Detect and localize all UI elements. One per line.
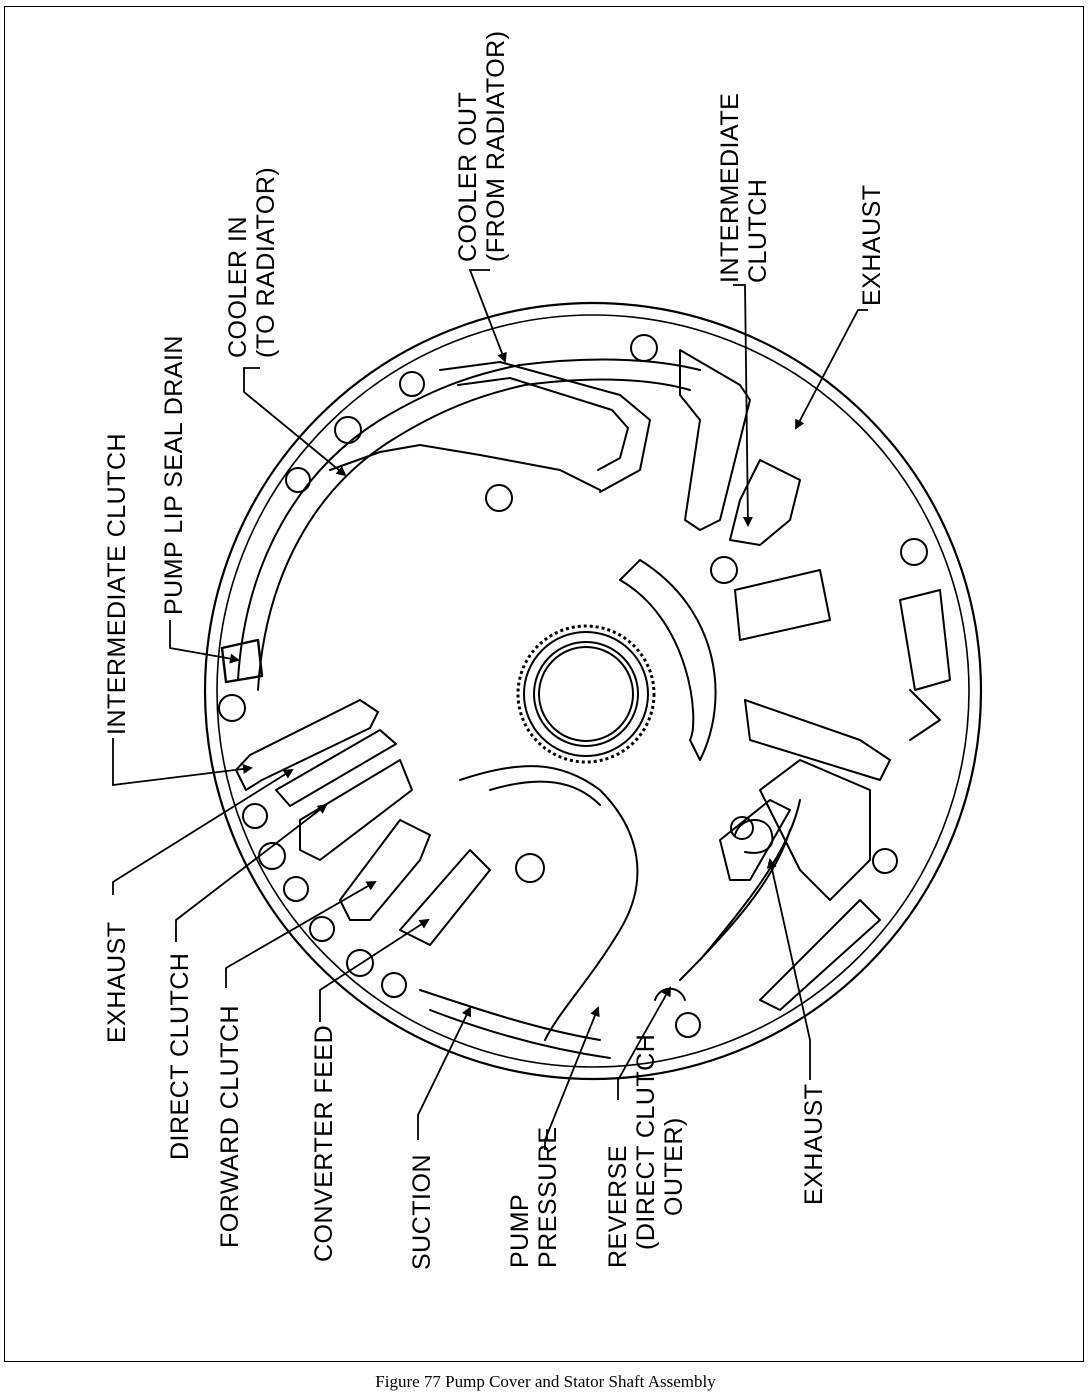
leader-exhaust-top — [795, 309, 868, 430]
label-intermediate-clutch-left: INTERMEDIATE CLUTCH — [103, 433, 131, 735]
pump-body — [203, 301, 983, 1081]
label-exhaust-left: EXHAUST — [103, 921, 131, 1043]
labels: INTERMEDIATE CLUTCH EXHAUST COOLER OUT (… — [103, 30, 886, 1270]
leader-exhaust-left — [112, 768, 294, 895]
label-converter-feed: CONVERTER FEED — [310, 1025, 338, 1262]
label-cooler-in: COOLER IN (TO RADIATOR) — [224, 167, 280, 358]
label-exhaust-bottom: EXHAUST — [800, 1083, 828, 1205]
label-cooler-out: COOLER OUT (FROM RADIATOR) — [454, 30, 510, 262]
pump-inner-rim — [216, 314, 970, 1068]
leader-direct-clutch — [175, 803, 328, 942]
figure-frame — [4, 6, 1084, 1362]
label-intermediate-clutch-top: INTERMEDIATE CLUTCH — [716, 85, 772, 283]
pump-outer-rim — [203, 301, 983, 1081]
leader-intermediate-clutch-top — [733, 284, 753, 527]
figure-caption: Figure 77 Pump Cover and Stator Shaft As… — [375, 1372, 716, 1391]
leader-converter-feed — [319, 918, 430, 1022]
leader-pump-lip-seal-drain — [169, 620, 240, 664]
label-suction: SUCTION — [408, 1154, 436, 1270]
label-exhaust-top: EXHAUST — [858, 184, 886, 306]
leader-exhaust-bottom — [766, 858, 811, 1080]
oil-passages — [220, 349, 951, 1059]
leader-cooler-out — [468, 269, 507, 363]
bolt-holes — [218, 334, 928, 1038]
pump-cover-diagram: INTERMEDIATE CLUTCH EXHAUST COOLER OUT (… — [103, 30, 983, 1270]
label-direct-clutch: DIRECT CLUTCH — [166, 953, 194, 1160]
leader-intermediate-clutch-left — [112, 738, 253, 787]
leader-pump-pressure — [544, 1006, 600, 1150]
leader-lines — [112, 269, 868, 1150]
leader-cooler-in — [243, 367, 347, 477]
stator-shaft — [516, 624, 656, 764]
leader-forward-clutch — [225, 881, 377, 988]
label-reverse: REVERSE (DIRECT CLUTCH OUTER) — [604, 1026, 688, 1268]
label-pump-lip-seal-drain: PUMP LIP SEAL DRAIN — [160, 335, 188, 615]
label-forward-clutch: FORWARD CLUTCH — [216, 1005, 244, 1248]
leader-reverse — [617, 986, 671, 1100]
leader-suction — [417, 1006, 472, 1140]
label-pump-pressure: PUMP PRESSURE — [506, 1126, 562, 1268]
